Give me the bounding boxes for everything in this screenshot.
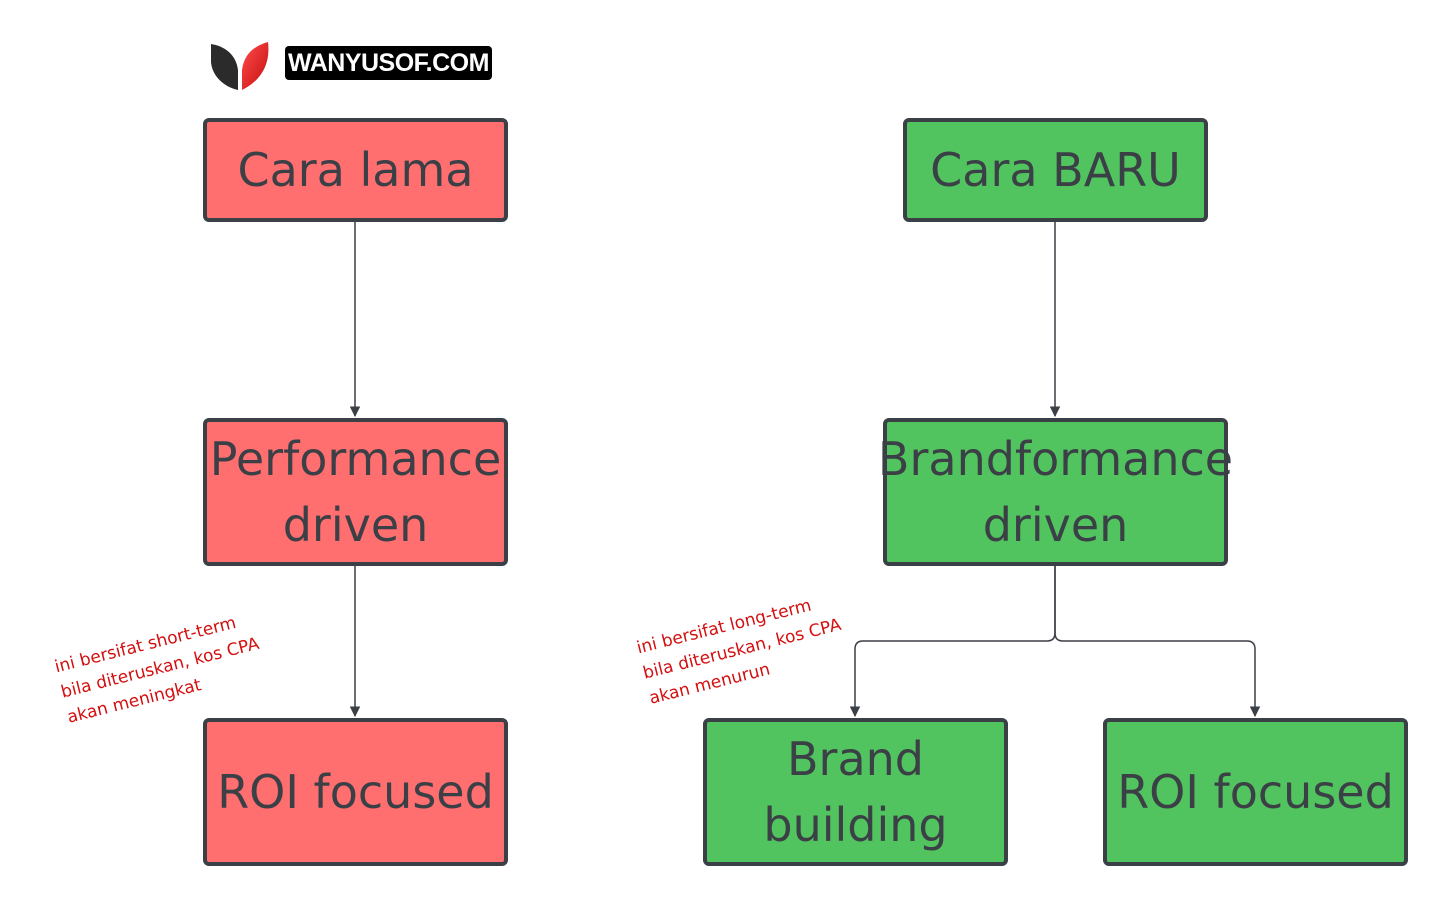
new-roi-focused-box: ROI focused (1103, 718, 1408, 866)
arrow-brandformance-to-brand-building (849, 566, 1056, 718)
shield-leaf-logo-icon (211, 42, 269, 90)
arrow-brandformance-to-roi (1054, 566, 1261, 718)
brandformance-driven-box: Brandformance driven (878, 418, 1233, 566)
brand-building-box: Brand building (703, 718, 1008, 866)
performance-driven-box: Performance driven (203, 418, 508, 566)
old-way-title-box: Cara lama (203, 118, 508, 222)
new-way-title-box: Cara BARU (903, 118, 1208, 222)
old-roi-focused-box: ROI focused (203, 718, 508, 866)
logo-text: WANYUSOF.COM (285, 46, 492, 80)
